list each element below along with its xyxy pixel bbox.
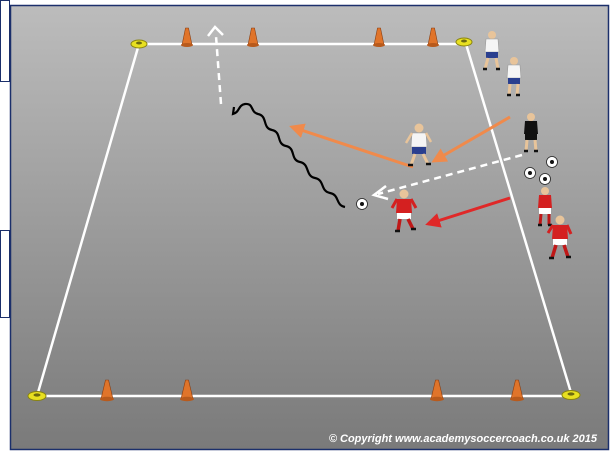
player-white xyxy=(506,57,522,97)
player-red xyxy=(538,187,552,227)
finish-run-arrowhead xyxy=(207,25,224,37)
cone xyxy=(100,379,114,402)
ball xyxy=(546,156,558,168)
cone xyxy=(180,379,194,402)
outer-border xyxy=(9,4,610,451)
player-black-server xyxy=(524,113,538,153)
pass-arrow xyxy=(377,153,523,196)
player-white xyxy=(483,31,500,71)
run-arrow-red xyxy=(425,196,511,228)
cone xyxy=(373,27,385,47)
cone xyxy=(181,27,193,47)
edge-box-top xyxy=(0,0,10,82)
player-white-attacker xyxy=(404,123,433,167)
cone xyxy=(510,379,524,402)
pass-arrowhead xyxy=(371,185,389,201)
dribble-path xyxy=(231,102,346,209)
corner-marker xyxy=(27,391,47,401)
cone xyxy=(427,27,439,47)
ball xyxy=(524,167,536,179)
corner-marker xyxy=(455,37,473,47)
cone xyxy=(430,379,444,402)
copyright-text: © Copyright www.academysoccercoach.co.uk… xyxy=(329,433,598,445)
corner-marker xyxy=(561,390,581,400)
ball xyxy=(356,198,368,210)
edge-box-mid xyxy=(0,230,10,318)
cone xyxy=(247,27,259,47)
player-red-defender xyxy=(390,189,418,233)
ball xyxy=(539,173,551,185)
corner-marker xyxy=(130,39,148,49)
player-red xyxy=(546,215,573,260)
run-arrow-orange xyxy=(431,115,511,163)
run-arrow-orange xyxy=(289,123,414,169)
